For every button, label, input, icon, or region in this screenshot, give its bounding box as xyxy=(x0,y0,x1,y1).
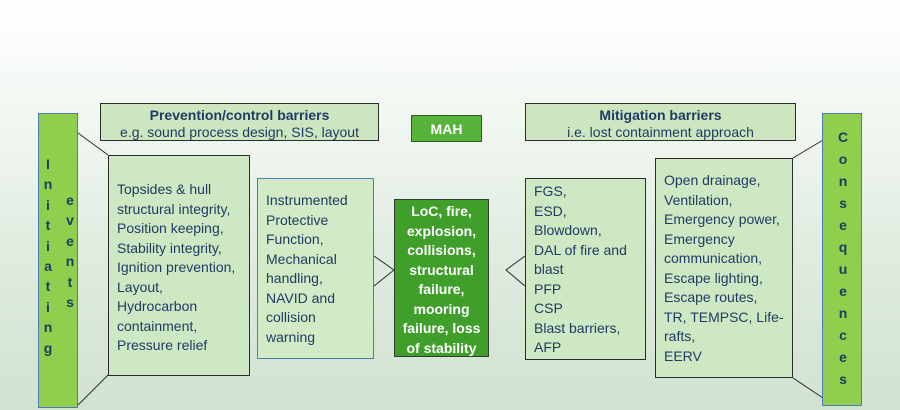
vertical-letter: o xyxy=(838,151,848,167)
list-item: Function, xyxy=(266,231,324,247)
list-item: Layout, xyxy=(117,278,163,295)
list-item: Topsides & hull xyxy=(117,181,212,197)
vertical-letter: a xyxy=(44,258,52,275)
list-item: containment, xyxy=(117,317,198,334)
list-item: Blast barriers, xyxy=(534,319,621,336)
list-item: Emergency xyxy=(664,230,735,247)
vertical-letter: i xyxy=(46,196,50,213)
list-item: handling, xyxy=(266,270,323,286)
list-item: collisions, xyxy=(407,242,476,258)
list-item: PFP xyxy=(534,280,562,297)
vertical-letter: e xyxy=(66,192,74,208)
vertical-letter: e xyxy=(839,217,847,233)
list-item: EERV xyxy=(664,347,702,364)
vertical-letter: i xyxy=(46,298,50,315)
vertical-letter: s xyxy=(839,195,847,211)
list-item: Open drainage, xyxy=(664,172,761,188)
list-item: AFP xyxy=(534,339,562,355)
list-item: warning xyxy=(266,328,316,345)
vertical-letter: n xyxy=(43,176,53,193)
vertical-letter: n xyxy=(838,173,848,189)
left-upper-connector xyxy=(77,132,109,156)
vertical-letter: v xyxy=(66,212,74,229)
list-item: Escape routes, xyxy=(664,289,758,305)
list-item: explosion, xyxy=(406,222,477,239)
list-item: TR, TEMPSC, Life- xyxy=(664,308,784,325)
list-item: Protective xyxy=(266,211,329,228)
list-item: Position keeping, xyxy=(117,220,224,236)
list-item: structural xyxy=(409,261,474,278)
right-arrow-connector xyxy=(505,255,526,287)
list-item: Emergency power, xyxy=(664,211,780,227)
list-item: failure, loss xyxy=(402,320,481,336)
vertical-letter: n xyxy=(65,253,75,270)
list-item: CSP xyxy=(534,300,563,316)
vertical-letter: e xyxy=(839,283,847,299)
vertical-letter: s xyxy=(66,294,74,311)
list-item: rafts, xyxy=(664,328,696,344)
list-item: Blowdown, xyxy=(534,222,602,238)
vertical-letter: e xyxy=(66,232,74,249)
list-item: Instrumented xyxy=(266,192,348,208)
list-item: DAL of fire and xyxy=(534,241,627,258)
prevention-list: Topsides & hull structural integrity, Posi… xyxy=(109,180,249,356)
list-item: failure, xyxy=(418,281,465,297)
list-item: structural integrity, xyxy=(117,200,231,217)
list-item: communication, xyxy=(664,250,763,266)
list-item: Mechanical xyxy=(266,250,337,267)
response-list: Open drainage, Ventilation, Emergency powe… xyxy=(656,171,792,366)
vertical-letter: t xyxy=(45,217,51,234)
mitigation-barriers-subtitle: i.e. lost containment approach xyxy=(567,124,754,140)
list-item: Stability integrity, xyxy=(117,239,222,256)
prevention-barriers-title: Prevention/control barriers xyxy=(149,107,330,123)
vertical-letter: I xyxy=(46,156,50,172)
vertical-letter: c xyxy=(839,327,847,343)
list-item: Hydrocarbon xyxy=(117,298,198,314)
mitigation-barriers-header: Mitigation barriers i.e. lost containmen… xyxy=(525,103,796,141)
list-item: collision xyxy=(266,309,316,325)
vertical-letter: n xyxy=(43,319,53,336)
vertical-letter: C xyxy=(837,129,849,145)
list-item: NAVID and xyxy=(266,289,335,306)
prevention-list-box: Topsides & hull structural integrity, Posi… xyxy=(108,155,250,376)
mitigation-barriers-title: Mitigation barriers xyxy=(599,107,722,123)
prevention-barriers-subtitle: e.g. sound process design, SIS, layout xyxy=(120,124,359,140)
right-upper-connector xyxy=(792,139,824,159)
list-item: of stability xyxy=(406,339,477,356)
vertical-letter: i xyxy=(46,237,50,254)
list-item: Escape lighting, xyxy=(664,269,763,286)
vertical-letter: n xyxy=(838,305,848,321)
vertical-letter: t xyxy=(67,273,73,290)
list-item: Ignition prevention, xyxy=(117,259,236,275)
list-item: blast xyxy=(534,261,564,277)
list-item: FGS, xyxy=(534,183,567,199)
response-list-box: Open drainage, Ventilation, Emergency powe… xyxy=(655,158,793,378)
vertical-letter: q xyxy=(838,239,848,255)
right-lower-connector xyxy=(792,377,824,399)
list-item: Ventilation, xyxy=(664,191,733,208)
vertical-letter: u xyxy=(838,261,848,277)
vertical-letter: e xyxy=(839,349,847,365)
central-event-box: LoC, fire, explosion, collisions, structura… xyxy=(394,199,489,357)
vertical-letter: s xyxy=(839,371,847,387)
left-lower-connector xyxy=(77,374,109,406)
vertical-letter: g xyxy=(43,339,53,356)
list-item: mooring xyxy=(413,300,470,317)
list-item: LoC, fire, xyxy=(411,203,472,219)
left-arrow-connector xyxy=(373,255,395,287)
list-item: ESD, xyxy=(534,202,567,219)
mah-box: MAH xyxy=(411,115,482,142)
vertical-letter: t xyxy=(45,278,51,295)
prevention-barriers-header: Prevention/control barriers e.g. sound p… xyxy=(100,103,379,141)
list-item: Pressure relief xyxy=(117,337,208,353)
